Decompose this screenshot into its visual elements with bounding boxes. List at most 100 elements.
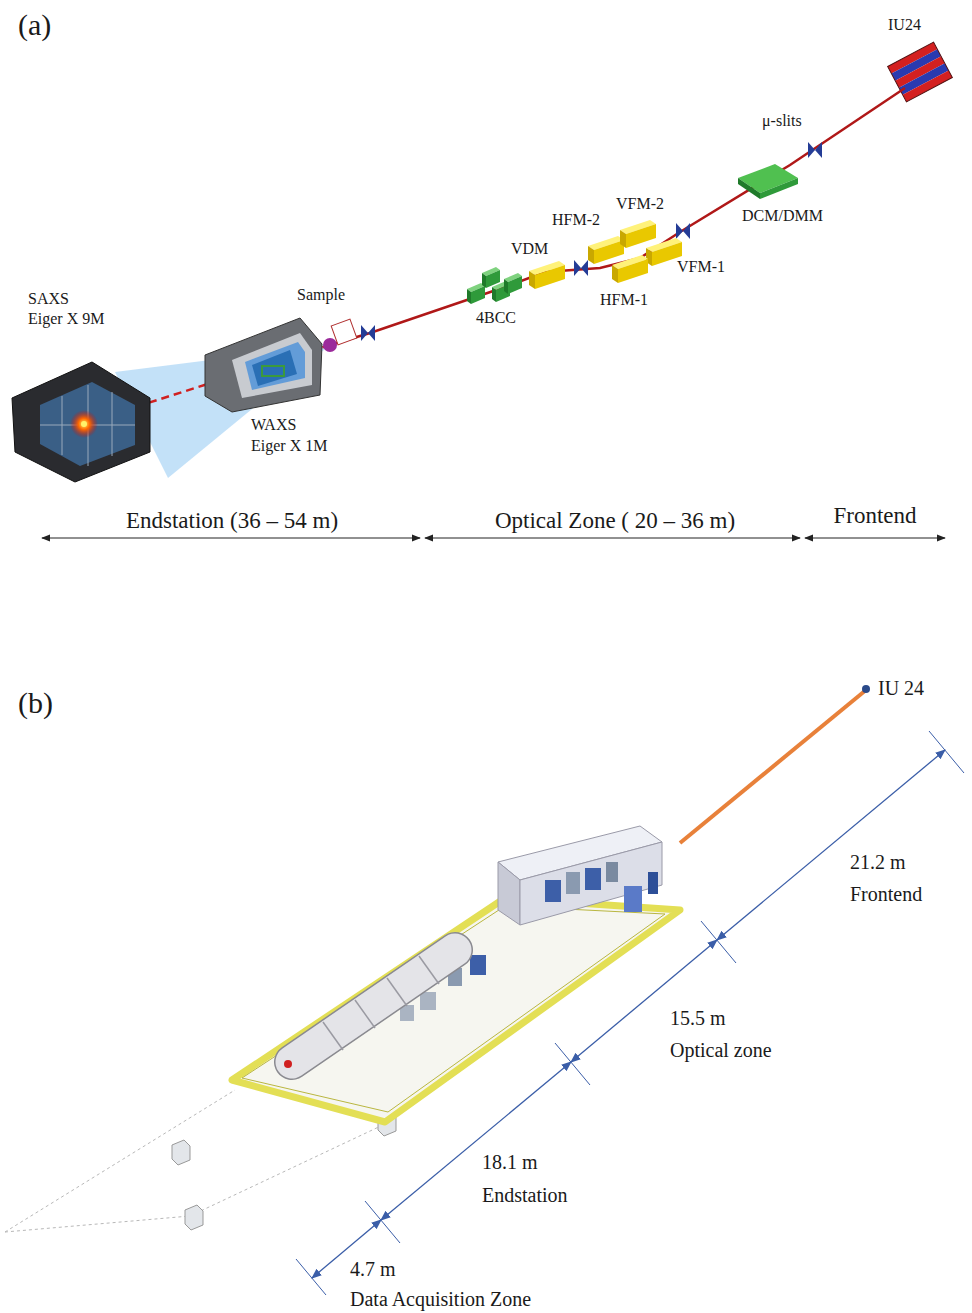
slit-part	[574, 260, 588, 276]
saxs-tube-part	[292, 950, 455, 1062]
part-name: VFM-2	[616, 195, 664, 213]
saxs-tube	[284, 950, 455, 1068]
part-name: DCM/DMM	[742, 207, 823, 225]
hutch-wall-part	[498, 862, 520, 925]
fence-part	[232, 898, 680, 1122]
monochromator	[738, 164, 798, 199]
undulator-part	[903, 70, 953, 101]
dimension-line-part	[701, 921, 736, 963]
hutch-wall-part	[520, 842, 662, 925]
monochromator-part	[738, 178, 760, 199]
optics-equipment-part	[606, 862, 618, 882]
crystal-channel-cut	[467, 267, 522, 304]
fence-part	[242, 906, 665, 1112]
fence	[232, 898, 680, 1122]
zone-arrow	[42, 538, 945, 539]
optics-equipment-part	[585, 868, 601, 890]
part-name: 4BCC	[476, 309, 516, 327]
saxs-detector-part	[70, 410, 98, 438]
dimension-line-part	[381, 1062, 571, 1220]
optics-equipment-part	[545, 880, 561, 902]
optics-equipment-part	[470, 955, 486, 975]
mirror-part	[646, 238, 682, 266]
saxs-detector	[12, 362, 150, 482]
waxs-detector	[205, 318, 322, 412]
zone-name: Endstation	[480, 1184, 570, 1207]
hutch-wall	[498, 826, 662, 925]
saxs-detector-part	[40, 382, 135, 466]
part-name: Sample	[297, 286, 345, 304]
hall-outline-part	[5, 1124, 385, 1232]
source-name: IU24	[888, 16, 921, 34]
waxs-detector-part	[262, 366, 284, 376]
zone-arrow-part	[42, 538, 420, 539]
dimension-line-part	[717, 750, 945, 940]
zone-arrow-part	[805, 538, 945, 539]
saxs-detector-part	[112, 392, 113, 456]
mirror-part	[612, 255, 648, 283]
dimension-line	[296, 731, 964, 1295]
panel-letter: (b)	[18, 686, 53, 721]
detector-name: SAXS	[28, 290, 69, 308]
hall-outline-part	[5, 1090, 235, 1232]
beam-line-part	[330, 88, 905, 345]
waxs-detector-part	[252, 350, 297, 386]
crystal-channel-cut-part	[467, 283, 485, 304]
saxs-detector-part	[12, 362, 150, 482]
sample	[323, 319, 357, 352]
saxs-tube-part	[323, 1022, 343, 1050]
waxs-detector-part	[245, 342, 305, 390]
optics-equipment-part	[648, 872, 658, 894]
waxs-detector-part	[232, 333, 312, 398]
zone-range: Optical Zone ( 20 – 36 m)	[495, 508, 735, 534]
hall-outline-part	[185, 1205, 203, 1230]
zone-name: Data Acquisition Zone	[348, 1288, 533, 1311]
source-name: IU 24	[878, 677, 924, 700]
part-name: VDM	[511, 240, 548, 258]
zone-name: Frontend	[833, 503, 916, 529]
zone-name: Optical zone	[668, 1039, 774, 1062]
detector-model: Eiger X 1M	[251, 437, 327, 455]
dimension-line-part	[296, 1259, 326, 1295]
optics-equipment-part	[420, 992, 436, 1010]
zone-range: Endstation (36 – 54 m)	[126, 508, 338, 534]
mirror	[529, 220, 682, 289]
frontend-line-part	[680, 690, 866, 843]
beam-line	[82, 88, 905, 424]
part-name: HFM-2	[552, 211, 600, 229]
dimension-line-part	[555, 1043, 590, 1085]
frontend-line-part	[862, 685, 870, 693]
sample-part	[323, 338, 337, 352]
crystal-channel-cut-part	[504, 273, 522, 294]
dimension-line-part	[365, 1201, 400, 1243]
zone-arrow-part	[425, 538, 800, 539]
optics-equipment-part	[566, 872, 580, 894]
dimension: 18.1 m	[480, 1151, 540, 1174]
dimension: 15.5 m	[668, 1007, 728, 1030]
slit-part	[676, 223, 690, 239]
waxs-detector-part	[205, 318, 322, 412]
zone-name: Frontend	[848, 883, 924, 906]
saxs-tube-part	[284, 1060, 292, 1068]
slit-part	[808, 142, 822, 158]
part-name: μ-slits	[762, 112, 802, 130]
mirror-part	[620, 220, 656, 248]
frontend-line	[680, 685, 870, 843]
detector-name: WAXS	[251, 416, 296, 434]
panel-letter: (a)	[18, 8, 51, 43]
slit-part	[361, 325, 375, 341]
saxs-detector-part	[81, 421, 87, 427]
monochromator-part	[760, 178, 798, 199]
optics-equipment-part	[624, 886, 642, 912]
dimension: 4.7 m	[348, 1258, 398, 1281]
mirror-part	[529, 261, 565, 289]
slit	[361, 142, 822, 341]
mirror-part	[588, 236, 624, 264]
saxs-tube-part	[292, 950, 455, 1062]
hall-outline-part	[172, 1140, 190, 1165]
saxs-tube-part	[355, 1000, 375, 1028]
saxs-tube-part	[387, 978, 407, 1006]
detector-model: Eiger X 9M	[28, 310, 104, 328]
